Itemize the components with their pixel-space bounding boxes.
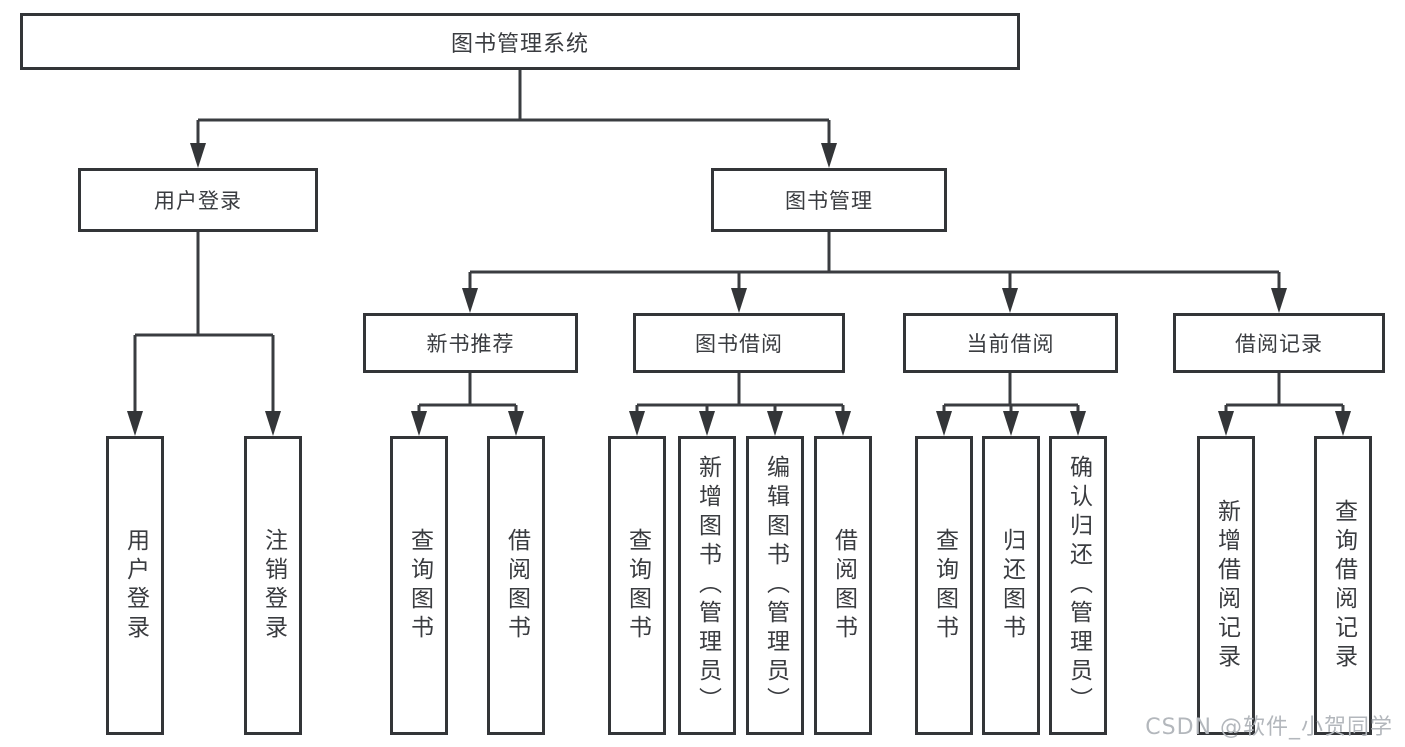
leaf-add-borrow-record: 新增借阅记录 xyxy=(1197,436,1255,735)
leaf-borrow-books-recommend: 借阅图书 xyxy=(487,436,545,735)
leaf-query-books-borrowing: 查询图书 xyxy=(608,436,666,735)
node-label: 借阅记录 xyxy=(1235,332,1323,356)
leaf-confirm-return-admin: 确认归还（管理员） xyxy=(1049,436,1107,735)
node-borrowing-records: 借阅记录 xyxy=(1173,313,1385,373)
node-label: 图书借阅 xyxy=(695,332,783,356)
node-label: 当前借阅 xyxy=(966,332,1055,356)
node-book-borrowing: 图书借阅 xyxy=(633,313,845,373)
leaf-query-books-current: 查询图书 xyxy=(915,436,973,735)
node-user-login: 用户登录 xyxy=(78,168,318,232)
leaf-borrow-books: 借阅图书 xyxy=(814,436,872,735)
node-library-management-system: 图书管理系统 xyxy=(20,13,1020,70)
node-label: 用户登录 xyxy=(154,189,242,213)
leaf-add-books-admin: 新增图书（管理员） xyxy=(678,436,736,735)
node-label: 借阅图书 xyxy=(503,527,530,644)
node-label: 查询借阅记录 xyxy=(1330,498,1357,673)
node-label: 归还图书 xyxy=(998,527,1025,644)
node-label: 图书管理系统 xyxy=(450,31,589,57)
node-new-book-recommendation: 新书推荐 xyxy=(363,313,578,373)
node-label: 查询图书 xyxy=(931,527,958,644)
node-label: 查询图书 xyxy=(406,527,433,644)
node-label: 新增图书（管理员） xyxy=(694,455,721,716)
node-book-management: 图书管理 xyxy=(711,168,947,232)
leaf-return-books: 归还图书 xyxy=(982,436,1040,735)
node-label: 编辑图书（管理员） xyxy=(762,455,789,716)
node-label: 新书推荐 xyxy=(426,332,515,356)
node-label: 确认归还（管理员） xyxy=(1065,455,1092,716)
node-label: 图书管理 xyxy=(785,189,873,213)
node-label: 用户登录 xyxy=(122,527,149,644)
leaf-logout: 注销登录 xyxy=(244,436,302,735)
leaf-edit-books-admin: 编辑图书（管理员） xyxy=(746,436,804,735)
leaf-query-books-recommend: 查询图书 xyxy=(390,436,448,735)
node-label: 新增借阅记录 xyxy=(1213,498,1240,673)
node-label: 借阅图书 xyxy=(830,527,857,644)
leaf-query-borrow-record: 查询借阅记录 xyxy=(1314,436,1372,735)
arrowhead-icons xyxy=(127,143,1351,436)
node-current-borrowing: 当前借阅 xyxy=(903,313,1118,373)
node-label: 注销登录 xyxy=(260,527,287,644)
node-label: 查询图书 xyxy=(624,527,651,644)
leaf-user-login: 用户登录 xyxy=(106,436,164,735)
